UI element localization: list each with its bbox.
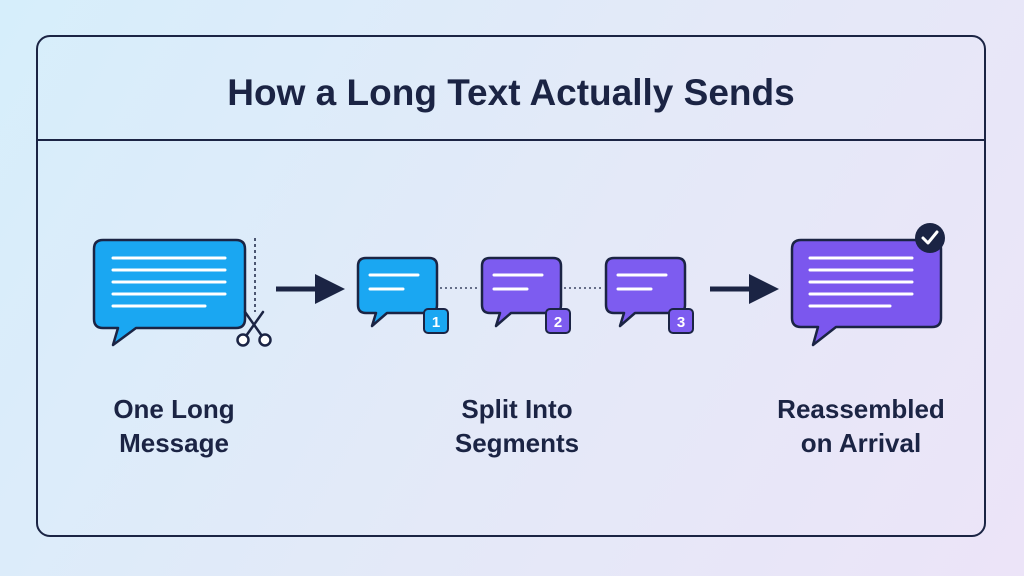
scissors-icon	[236, 310, 272, 347]
segment-bubble-3	[604, 256, 687, 328]
stage-caption-line: on Arrival	[800, 428, 922, 458]
segment-badge-label: 2	[554, 314, 562, 331]
stage-caption-long-message: One Long Message	[54, 392, 294, 460]
reassembled-message-bubble	[790, 238, 943, 347]
segment-badge-label: 1	[432, 314, 440, 331]
segment-bubble-1	[356, 256, 439, 328]
stage-caption-line: Reassembled	[777, 394, 945, 424]
segment-badge-1: 1	[423, 308, 449, 334]
stage-caption-line: Message	[119, 428, 229, 458]
diagram-card: How a Long Text Actually Sends	[36, 35, 986, 537]
stage-caption-line: Split Into	[461, 394, 573, 424]
segment-badge-label: 3	[677, 314, 685, 331]
stage-caption-reassembled: Reassembled on Arrival	[741, 392, 981, 460]
stage-caption-split: Split Into Segments	[397, 392, 637, 460]
segment-badge-3: 3	[668, 308, 694, 334]
stage-caption-line: Segments	[454, 428, 580, 458]
segment-badge-2: 2	[545, 308, 571, 334]
checkmark-icon	[915, 223, 945, 253]
segment-bubble-2	[480, 256, 563, 328]
long-message-bubble	[92, 238, 247, 347]
diagram-title: How a Long Text Actually Sends	[38, 37, 984, 141]
stage-caption-line: One Long	[113, 394, 235, 424]
